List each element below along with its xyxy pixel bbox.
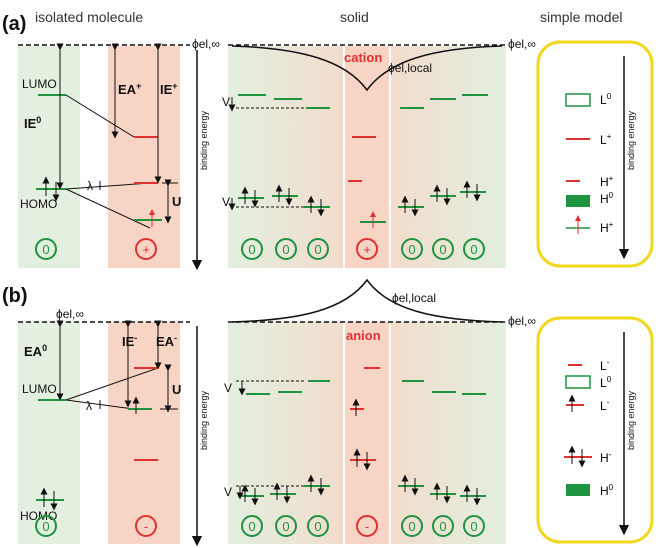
legend-a-3: H0 bbox=[600, 191, 614, 206]
simple-model-box-b bbox=[536, 316, 654, 544]
svg-text:0: 0 bbox=[408, 242, 415, 257]
legend-a-4: H+ bbox=[600, 220, 614, 235]
svg-text:0: 0 bbox=[248, 519, 255, 534]
svg-text:L-: L- bbox=[600, 358, 610, 373]
svg-text:0: 0 bbox=[408, 519, 415, 534]
svg-text:0: 0 bbox=[282, 519, 289, 534]
svg-text:V: V bbox=[224, 381, 232, 395]
header-solid: solid bbox=[340, 9, 369, 25]
simple-model-box-a bbox=[536, 40, 654, 268]
svg-text:0: 0 bbox=[439, 519, 446, 534]
panel-b-tag: (b) bbox=[2, 285, 28, 307]
v-a-homo: V bbox=[222, 195, 230, 209]
bg-neutral-a bbox=[18, 46, 80, 268]
svg-text:0: 0 bbox=[314, 519, 321, 534]
svg-text:binding energy: binding energy bbox=[626, 390, 636, 450]
binding-a: binding energy bbox=[199, 110, 209, 170]
svg-text:L-: L- bbox=[600, 398, 610, 413]
ea0: EA0 bbox=[24, 343, 47, 359]
legend-a-1: L+ bbox=[600, 132, 612, 147]
svg-text:+: + bbox=[363, 242, 371, 257]
svg-text:0: 0 bbox=[439, 242, 446, 257]
header-model: simple model bbox=[540, 9, 622, 25]
svg-text:0: 0 bbox=[470, 519, 477, 534]
svg-text:0: 0 bbox=[282, 242, 289, 257]
svg-text:IE-: IE- bbox=[122, 333, 137, 349]
svg-text:L0: L0 bbox=[600, 375, 612, 390]
svg-text:ϕel,∞: ϕel,∞ bbox=[508, 314, 536, 328]
circle-a-0: 0 bbox=[42, 242, 49, 257]
svg-text:0: 0 bbox=[470, 242, 477, 257]
svg-text:binding energy: binding energy bbox=[199, 390, 209, 450]
svg-text:LUMO: LUMO bbox=[22, 382, 57, 396]
phi-inf-a-solid: ϕel,∞ bbox=[508, 37, 536, 51]
svg-text:EA-: EA- bbox=[156, 333, 177, 349]
svg-text:-: - bbox=[144, 519, 148, 534]
legend-a-2: H+ bbox=[600, 174, 614, 189]
bg-solid-left-a bbox=[228, 46, 344, 268]
homo-a: HOMO bbox=[20, 197, 57, 211]
bg-solid-right-a bbox=[390, 46, 506, 268]
svg-text:ϕel,local: ϕel,local bbox=[392, 291, 436, 305]
svg-text:λ: λ bbox=[86, 399, 92, 413]
svg-text:0: 0 bbox=[248, 242, 255, 257]
svg-text:H0: H0 bbox=[600, 483, 614, 498]
svg-text:0: 0 bbox=[42, 519, 49, 534]
svg-text:-: - bbox=[365, 519, 369, 534]
phi-inf-b: ϕel,∞ bbox=[56, 307, 84, 321]
lumo-a: LUMO bbox=[22, 77, 57, 91]
cation-label: cation bbox=[344, 50, 382, 65]
bg-solid-center-a bbox=[344, 46, 390, 268]
v-a: V bbox=[222, 95, 230, 109]
phi-inf-a: ϕel,∞ bbox=[192, 37, 220, 51]
bg-charged-a bbox=[108, 46, 180, 268]
u-a: U bbox=[172, 194, 181, 209]
ea-plus: EA+ bbox=[118, 81, 141, 97]
svg-text:H-: H- bbox=[600, 450, 612, 465]
panel-a-tag: (a) bbox=[2, 13, 26, 35]
svg-text:V: V bbox=[224, 485, 232, 499]
phi-local-a: ϕel,local bbox=[388, 61, 432, 75]
local-potential-a bbox=[231, 45, 503, 92]
circle-a-1: + bbox=[142, 242, 150, 257]
lambda-a: λ bbox=[87, 179, 93, 193]
local-potential-b bbox=[231, 278, 503, 323]
ie-plus: IE+ bbox=[160, 81, 178, 97]
svg-text:U: U bbox=[172, 382, 181, 397]
svg-text:HOMO: HOMO bbox=[20, 509, 57, 523]
header-isolated: isolated molecule bbox=[35, 9, 143, 25]
legend-a-0: L0 bbox=[600, 92, 612, 107]
anion-label: anion bbox=[346, 328, 381, 343]
svg-text:0: 0 bbox=[314, 242, 321, 257]
ie0: IE0 bbox=[24, 115, 41, 131]
svg-text:binding energy: binding energy bbox=[626, 110, 636, 170]
